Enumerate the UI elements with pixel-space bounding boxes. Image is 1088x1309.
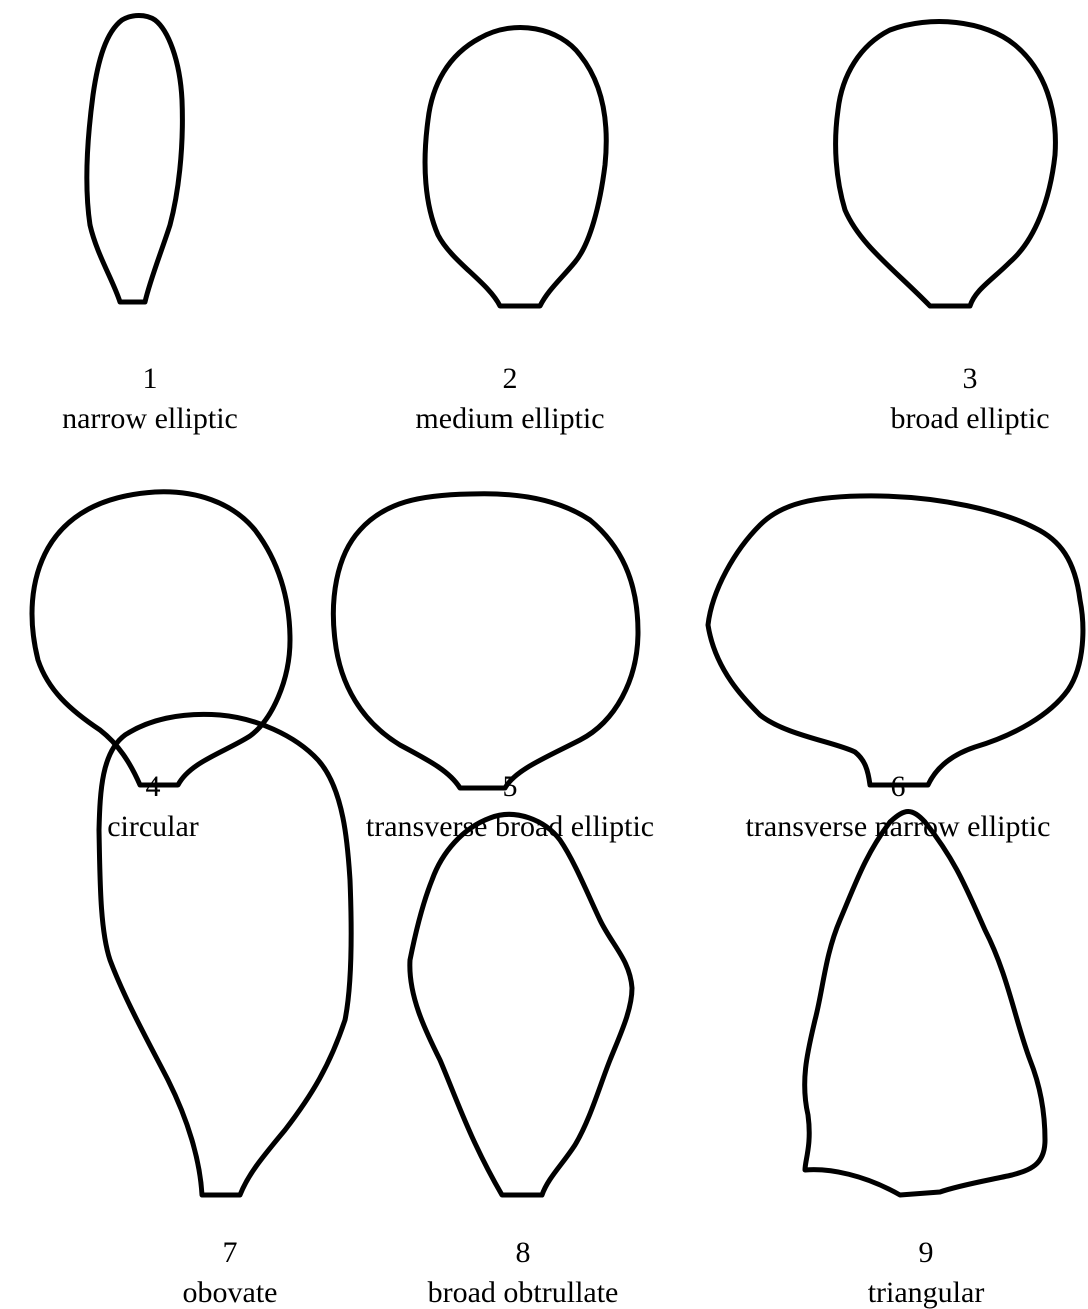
petal-number: 5 bbox=[503, 770, 518, 803]
petal-label: medium elliptic bbox=[415, 402, 604, 435]
petal-narrow-elliptic: 1 narrow elliptic bbox=[62, 16, 238, 436]
transverse-narrow-elliptic-outline bbox=[708, 496, 1083, 785]
petal-circular: 4 circular bbox=[32, 492, 290, 843]
petal-number: 1 bbox=[143, 362, 158, 395]
petal-label: triangular bbox=[868, 1276, 985, 1309]
petal-label: broad elliptic bbox=[890, 402, 1049, 435]
obovate-outline bbox=[99, 714, 351, 1195]
petal-label: obovate bbox=[183, 1276, 278, 1309]
circular-outline bbox=[32, 492, 290, 785]
petal-number: 9 bbox=[919, 1236, 934, 1269]
petal-label: broad obtrullate bbox=[428, 1276, 619, 1309]
narrow-elliptic-outline bbox=[87, 16, 183, 303]
petal-number: 6 bbox=[891, 770, 906, 803]
petal-number: 3 bbox=[963, 362, 978, 395]
petal-label: circular bbox=[107, 810, 199, 843]
petal-broad-elliptic: 3 broad elliptic bbox=[836, 22, 1056, 435]
petal-medium-elliptic: 2 medium elliptic bbox=[415, 27, 606, 435]
petal-number: 4 bbox=[146, 770, 161, 803]
petal-triangular: 9 triangular bbox=[805, 812, 1045, 1309]
petal-broad-obtrullate: 8 broad obtrullate bbox=[410, 814, 632, 1309]
transverse-broad-elliptic-outline bbox=[333, 494, 638, 788]
petal-number: 8 bbox=[516, 1236, 531, 1269]
triangular-outline bbox=[805, 812, 1045, 1196]
broad-obtrullate-outline bbox=[410, 814, 632, 1195]
petal-number: 2 bbox=[503, 362, 518, 395]
broad-elliptic-outline bbox=[836, 22, 1056, 306]
petal-obovate: 7 obovate bbox=[99, 714, 351, 1309]
petal-number: 7 bbox=[223, 1236, 238, 1269]
petal-label: narrow elliptic bbox=[62, 402, 238, 435]
medium-elliptic-outline bbox=[425, 27, 606, 306]
